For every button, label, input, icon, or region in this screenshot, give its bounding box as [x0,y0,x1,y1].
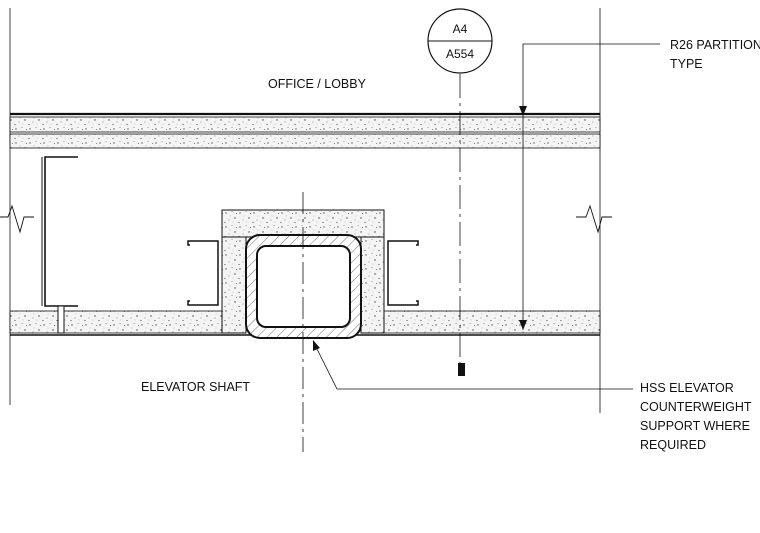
left-c-stud [44,156,78,307]
left-break-mark [0,204,34,234]
partition-leader-arrow-bottom [519,320,527,330]
bottom-gypsum-board-left [9,310,223,334]
room-label-office-lobby: OFFICE / LOBBY [268,77,367,91]
partition-note-line-1: R26 PARTITION [670,38,760,52]
hss-enclosure-left-board [221,236,247,334]
top-gypsum-board-inner [9,133,601,149]
partition-note-line-2: TYPE [670,57,703,71]
callout-cut-mark [458,363,465,376]
partition-leader-line [522,43,660,330]
bottom-gypsum-board-right [383,310,601,334]
left-stud-tab [57,305,65,334]
left-c-channel [187,240,219,306]
partition-leader-arrow-top [519,106,527,116]
hss-note-line-1: HSS ELEVATOR [640,381,734,395]
hss-tube-inner [256,245,351,328]
hss-leader-line [312,340,633,390]
hss-note-line-2: COUNTERWEIGHT [640,400,752,414]
top-gypsum-board-outer [9,116,601,133]
callout-sheet-number: A554 [446,47,474,61]
hss-note-line-4: REQUIRED [640,438,706,452]
right-c-channel [387,240,419,306]
right-break-mark [576,204,612,234]
hss-enclosure-right-board [360,236,385,334]
hss-note-line-3: SUPPORT WHERE [640,419,750,433]
callout-detail-number: A4 [453,22,468,36]
room-label-elevator-shaft: ELEVATOR SHAFT [141,380,250,394]
hss-leader-arrow [313,340,320,351]
